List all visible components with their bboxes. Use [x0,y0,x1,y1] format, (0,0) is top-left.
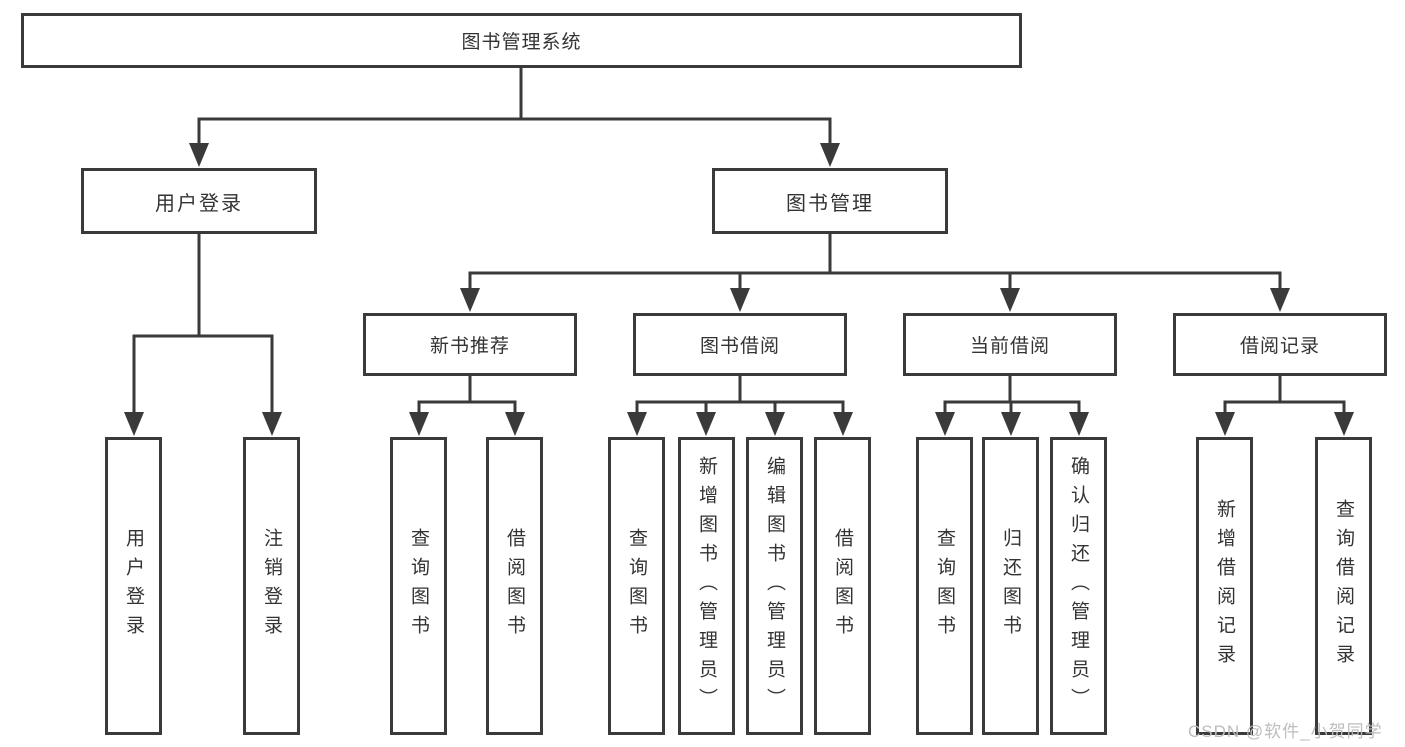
leaf-borrow-books-recommend: 借阅图书 [486,437,543,735]
leaf-query-borrow-record: 查询借阅记录 [1315,437,1372,735]
node-borrowing-records: 借阅记录 [1173,313,1387,376]
node-label: 新增借阅记录 [1214,499,1235,673]
leaf-add-borrow-record: 新增借阅记录 [1196,437,1253,735]
node-label: 归还图书 [1000,528,1021,644]
node-new-book-recommend: 新书推荐 [363,313,577,376]
watermark: CSDN @软件_小贺同学 [1188,722,1383,741]
node-label: 查询借阅记录 [1333,499,1354,673]
node-label: 借阅图书 [832,528,853,644]
node-label: 查询图书 [408,528,429,644]
node-book-management-system: 图书管理系统 [21,13,1022,68]
node-user-login: 用户登录 [81,168,317,234]
leaf-confirm-return-admin: 确认归还（管理员） [1050,437,1107,735]
leaf-query-books-recommend: 查询图书 [390,437,447,735]
leaf-query-books-current: 查询图书 [916,437,973,735]
node-label: 新增图书（管理员） [696,455,717,717]
node-label: 借阅图书 [504,528,525,644]
leaf-logout: 注销登录 [243,437,300,735]
node-label: 新书推荐 [429,336,510,357]
node-label: 当前借阅 [969,336,1050,357]
node-label: 编辑图书（管理员） [764,455,785,717]
node-label: 图书管理 [786,192,874,215]
node-label: 确认归还（管理员） [1068,455,1089,717]
leaf-borrow-books-borrowing: 借阅图书 [814,437,871,735]
leaf-user-login: 用户登录 [105,437,162,735]
leaf-return-books: 归还图书 [982,437,1039,735]
node-label: 注销登录 [261,528,282,644]
node-label: 查询图书 [934,528,955,644]
node-label: 借阅记录 [1239,336,1320,357]
node-book-borrowing: 图书借阅 [633,313,847,376]
node-label: 查询图书 [626,528,647,644]
leaf-add-book-admin: 新增图书（管理员） [678,437,735,735]
node-label: 用户登录 [123,528,144,644]
node-current-borrowing: 当前借阅 [903,313,1117,376]
node-label: 图书管理系统 [461,32,582,53]
node-book-management: 图书管理 [712,168,948,234]
node-label: 用户登录 [155,192,243,215]
leaf-edit-book-admin: 编辑图书（管理员） [746,437,803,735]
node-label: 图书借阅 [699,336,780,357]
leaf-query-books-borrowing: 查询图书 [608,437,665,735]
